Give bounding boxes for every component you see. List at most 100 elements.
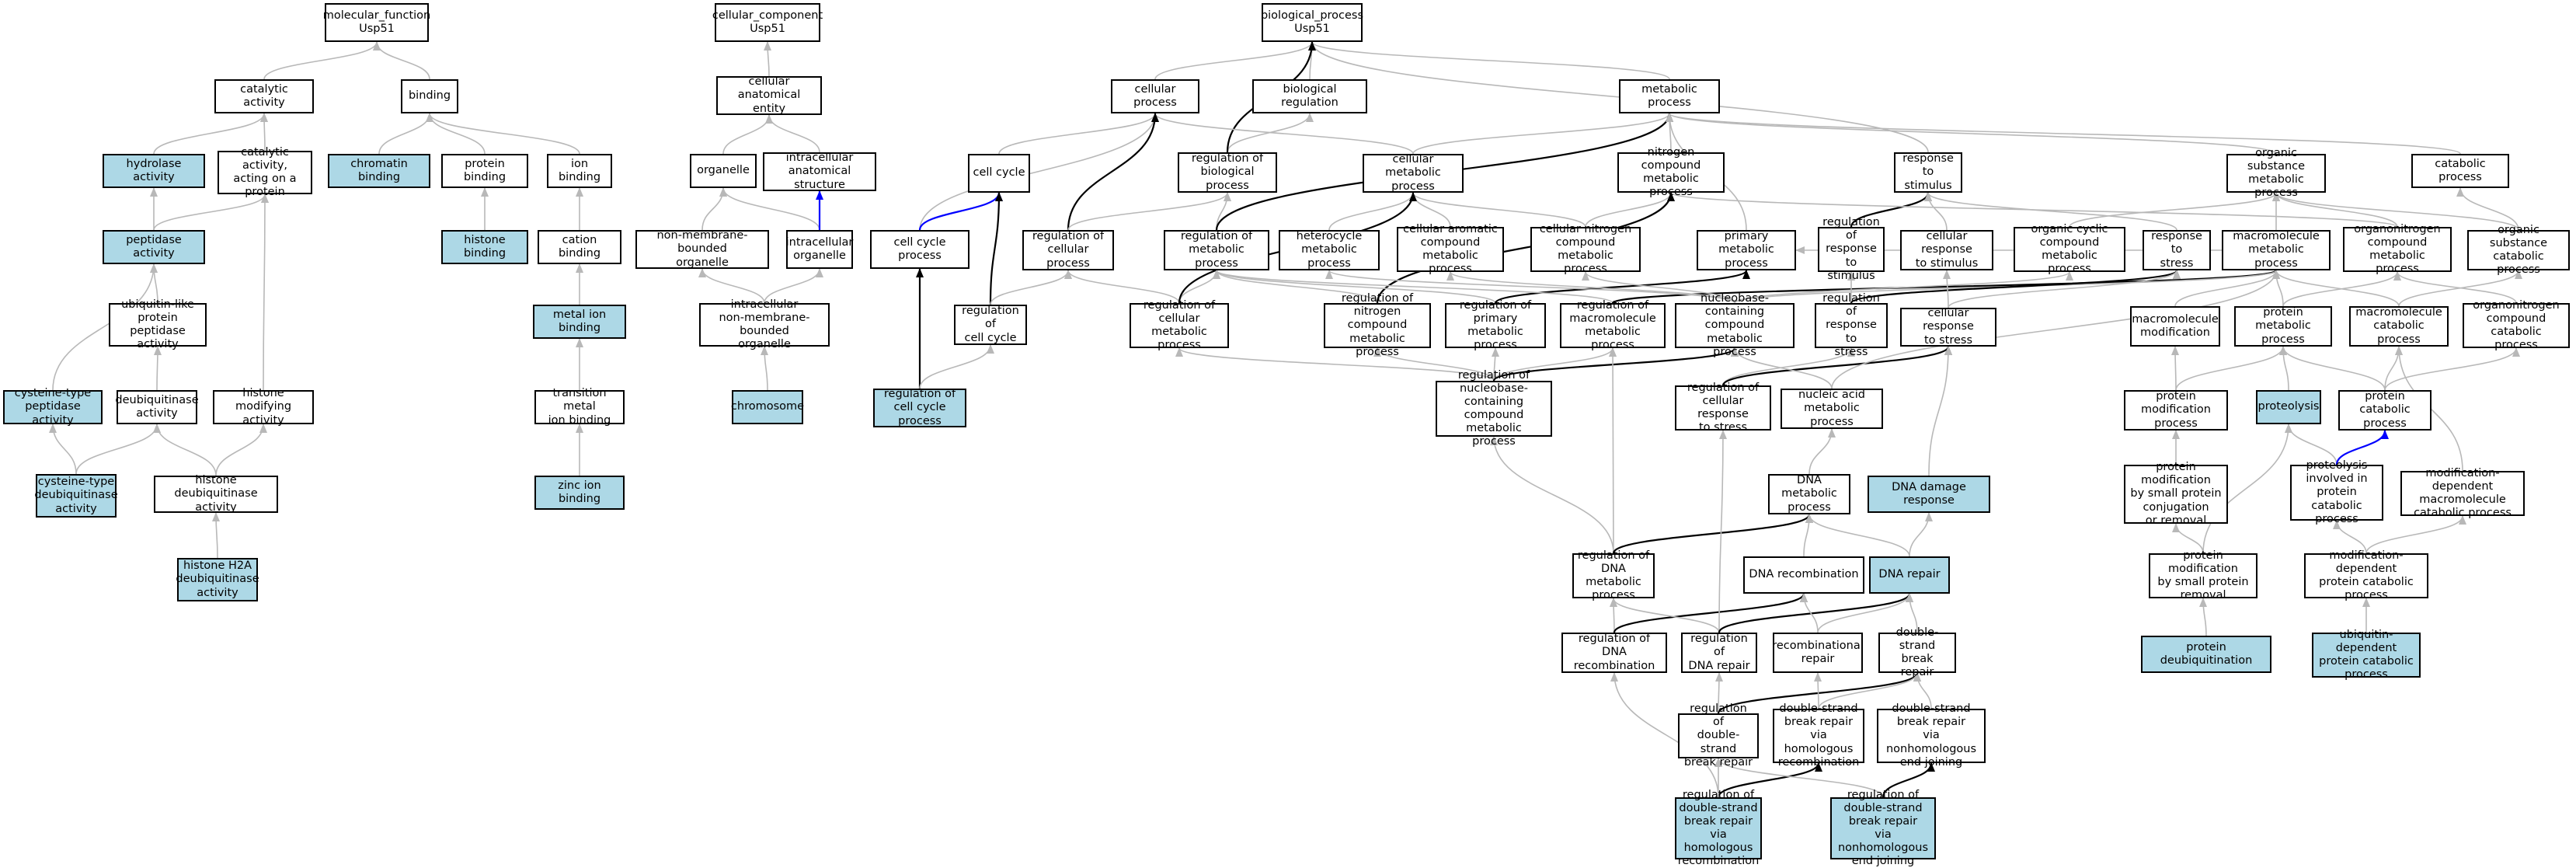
node-cellular-metabolic-process[interactable]: cellular metabolic process bbox=[1363, 153, 1464, 193]
node-hydrolase-activity[interactable]: hydrolase activity bbox=[103, 154, 205, 188]
node-regulation-of-nitrogen-compound-metabolic-process[interactable]: regulation of nitrogen compound metaboli… bbox=[1324, 292, 1431, 358]
node-organic-substance-catabolic-process[interactable]: organic substance catabolic process bbox=[2467, 224, 2570, 276]
node-zinc-ion-binding[interactable]: zinc ion binding bbox=[534, 476, 625, 510]
node-macromolecule-catabolic-process[interactable]: macromolecule catabolic process bbox=[2349, 306, 2449, 347]
node-organonitrogen-compound-metabolic-process[interactable]: organonitrogen compound metabolic proces… bbox=[2343, 223, 2452, 275]
node-heterocycle-metabolic-process[interactable]: heterocycle metabolic process bbox=[1279, 230, 1380, 270]
node-cellular-response-to-stimulus[interactable]: cellular response to stimulus bbox=[1900, 230, 1993, 270]
node-metal-ion-binding[interactable]: metal ion binding bbox=[533, 305, 626, 339]
node-metabolic-process[interactable]: metabolic process bbox=[1619, 79, 1720, 113]
node-dna-damage-response[interactable]: DNA damage response bbox=[1868, 476, 1990, 513]
node-dna-repair[interactable]: DNA repair bbox=[1869, 556, 1950, 594]
node-cellular-response-to-stress[interactable]: cellular response to stress bbox=[1900, 307, 1996, 347]
node-regulation-of-biological-process[interactable]: regulation of biological process bbox=[1178, 152, 1277, 193]
node-cellular-anatomical-entity[interactable]: cellular anatomical entity bbox=[716, 75, 822, 115]
node-cellular-aromatic-compound-metabolic-process[interactable]: cellular aromatic compound metabolic pro… bbox=[1397, 223, 1504, 275]
node-double-strand-break-repair[interactable]: double-strand break repair bbox=[1878, 626, 1956, 678]
node-dna-recombination[interactable]: DNA recombination bbox=[1743, 556, 1864, 594]
node-protein-catabolic-process[interactable]: protein catabolic process bbox=[2338, 390, 2432, 431]
node-proteolysis-involved-in-protein-catabolic-process[interactable]: proteolysis involved in protein cataboli… bbox=[2290, 459, 2383, 525]
node-regulation-of-primary-metabolic-process[interactable]: regulation of primary metabolic process bbox=[1445, 299, 1546, 351]
node-regulation-of-double-strand-break-repair-via-homologous-recombination[interactable]: regulation of double-strand break repair… bbox=[1675, 789, 1762, 867]
node-protein-metabolic-process[interactable]: protein metabolic process bbox=[2234, 306, 2332, 347]
node-regulation-of-cell-cycle-process[interactable]: regulation of cell cycle process bbox=[873, 388, 966, 427]
node-deubiquitinase-activity[interactable]: deubiquitinase activity bbox=[115, 390, 199, 424]
edge-reg_dna_repair-to-reg_dna_metab bbox=[1610, 598, 1720, 633]
node-macromolecule-metabolic-process[interactable]: macromolecule metabolic process bbox=[2222, 230, 2331, 270]
node-regulation-of-response-to-stimulus[interactable]: regulation of response to stimulus bbox=[1818, 216, 1885, 282]
node-double-strand-break-repair-via-nonhomologous-end-joining[interactable]: double-strand break repair via nonhomolo… bbox=[1877, 702, 1986, 769]
node-catalytic-activity[interactable]: catalytic activity bbox=[214, 79, 314, 113]
node-regulation-of-response-to-stress[interactable]: regulation of response to stress bbox=[1815, 292, 1888, 358]
node-nitrogen-compound-metabolic-process[interactable]: nitrogen compound metabolic process bbox=[1617, 146, 1725, 198]
node-histone-h2a-deubiquitinase-activity[interactable]: histone H2A deubiquitinase activity bbox=[176, 558, 259, 601]
node-organonitrogen-compound-catabolic-process[interactable]: organonitrogen compound catabolic proces… bbox=[2463, 299, 2570, 351]
node-cellular-process[interactable]: cellular process bbox=[1111, 79, 1199, 113]
edge-reg_resp_stress-to-resp_stress bbox=[1850, 269, 2181, 305]
node-protein-modification-by-small-protein-removal[interactable]: protein modification by small protein re… bbox=[2149, 549, 2257, 601]
node-binding[interactable]: binding bbox=[401, 79, 458, 113]
node-cation-binding[interactable]: cation binding bbox=[538, 230, 621, 264]
node-regulation-of-metabolic-process[interactable]: regulation of metabolic process bbox=[1164, 230, 1269, 270]
node-catalytic-activity-acting-on-protein[interactable]: catalytic activity, acting on a protein bbox=[218, 146, 312, 198]
node-modification-dependent-protein-catabolic-process[interactable]: modification-dependent protein catabolic… bbox=[2304, 549, 2428, 601]
node-recombinational-repair[interactable]: recombinational repair bbox=[1772, 633, 1864, 673]
node-chromatin-binding[interactable]: chromatin binding bbox=[328, 154, 430, 188]
node-protein-modification-by-small-protein-conjugation-or-removal[interactable]: protein modification by small protein co… bbox=[2124, 461, 2228, 527]
node-molecular-function-root[interactable]: molecular_function Usp51 bbox=[323, 3, 430, 42]
node-response-to-stimulus[interactable]: response to stimulus bbox=[1894, 152, 1962, 193]
node-proteolysis[interactable]: proteolysis bbox=[2256, 390, 2321, 424]
node-nucleobase-containing-compound-metabolic-process[interactable]: nucleobase-containing compound metabolic… bbox=[1675, 292, 1794, 358]
edge-peptidase-to-cat_protein bbox=[153, 193, 269, 231]
node-cellular-nitrogen-compound-metabolic-process[interactable]: cellular nitrogen compound metabolic pro… bbox=[1530, 223, 1641, 275]
node-biological-regulation[interactable]: biological regulation bbox=[1252, 79, 1367, 113]
node-double-strand-break-repair-via-homologous-recombination[interactable]: double-strand break repair via homologou… bbox=[1773, 702, 1864, 769]
node-regulation-of-dna-recombination[interactable]: regulation of DNA recombination bbox=[1561, 633, 1667, 673]
node-modification-dependent-macromolecule-catabolic-process[interactable]: modification-dependent macromolecule cat… bbox=[2400, 467, 2525, 519]
node-regulation-of-dna-metabolic-process[interactable]: regulation of DNA metabolic process bbox=[1572, 549, 1655, 601]
node-transition-metal-ion-binding[interactable]: transition metal ion binding bbox=[534, 387, 625, 427]
node-chromosome[interactable]: chromosome bbox=[731, 390, 804, 424]
node-dna-metabolic-process[interactable]: DNA metabolic process bbox=[1768, 474, 1850, 514]
node-peptidase-activity[interactable]: peptidase activity bbox=[103, 230, 205, 264]
node-intracellular-organelle[interactable]: intracellular organelle bbox=[786, 230, 853, 269]
node-histone-modifying-activity[interactable]: histone modifying activity bbox=[213, 387, 314, 427]
node-organelle[interactable]: organelle bbox=[690, 154, 757, 188]
node-cysteine-type-deubiquitinase-activity[interactable]: cysteine-type deubiquitinase activity bbox=[34, 474, 118, 518]
node-protein-modification-process[interactable]: protein modification process bbox=[2124, 390, 2228, 431]
node-regulation-of-double-strand-break-repair-via-nonhomologous-end-joining[interactable]: regulation of double-strand break repair… bbox=[1830, 789, 1936, 867]
node-regulation-of-cellular-process[interactable]: regulation of cellular process bbox=[1022, 230, 1114, 270]
node-regulation-of-macromolecule-metabolic-process[interactable]: regulation of macromolecule metabolic pr… bbox=[1560, 299, 1666, 351]
node-protein-deubiquitination[interactable]: protein deubiquitination bbox=[2141, 636, 2271, 673]
node-cellular-component-root[interactable]: cellular_component Usp51 bbox=[712, 3, 823, 42]
node-histone-binding[interactable]: histone binding bbox=[441, 230, 528, 264]
node-ubiquitin-dependent-protein-catabolic-process[interactable]: ubiquitin-dependent protein catabolic pr… bbox=[2312, 629, 2421, 681]
node-histone-deubiquitinase-activity[interactable]: histone deubiquitinase activity bbox=[154, 474, 278, 514]
node-macromolecule-modification[interactable]: macromolecule modification bbox=[2130, 306, 2220, 347]
node-organic-cyclic-compound-metabolic-process[interactable]: organic cyclic compound metabolic proces… bbox=[2014, 223, 2125, 275]
node-intracellular-non-membrane-bounded-organelle[interactable]: intracellular non-membrane-bounded organ… bbox=[699, 298, 830, 350]
node-nucleic-acid-metabolic-process[interactable]: nucleic acid metabolic process bbox=[1781, 389, 1883, 429]
node-regulation-of-dna-repair[interactable]: regulation of DNA repair bbox=[1681, 633, 1757, 673]
node-biological-process-root[interactable]: biological_process Usp51 bbox=[1261, 3, 1363, 42]
node-regulation-of-cell-cycle[interactable]: regulation of cell cycle bbox=[954, 305, 1027, 345]
node-regulation-of-cellular-metabolic-process[interactable]: regulation of cellular metabolic process bbox=[1130, 299, 1229, 351]
node-intracellular-anatomical-structure[interactable]: intracellular anatomical structure bbox=[763, 152, 876, 191]
node-catabolic-process[interactable]: catabolic process bbox=[2411, 154, 2509, 188]
edge-nucleobase-to-org_cyc bbox=[1734, 271, 2073, 304]
node-response-to-stress[interactable]: response to stress bbox=[2143, 230, 2211, 270]
node-organic-substance-metabolic-process[interactable]: organic substance metabolic process bbox=[2226, 147, 2326, 199]
node-regulation-of-double-strand-break-repair[interactable]: regulation of double-strand break repair bbox=[1678, 702, 1759, 769]
node-cell-cycle[interactable]: cell cycle bbox=[968, 154, 1030, 193]
node-non-membrane-bounded-organelle[interactable]: non-membrane-bounded organelle bbox=[635, 229, 769, 269]
edge-dsb_hr-to-recomb_repair bbox=[1814, 672, 1822, 709]
node-ion-binding[interactable]: ion binding bbox=[547, 154, 612, 188]
node-regulation-of-nucleobase-containing-compound-metabolic-process[interactable]: regulation of nucleobase-containing comp… bbox=[1436, 369, 1552, 448]
node-cysteine-type-peptidase-activity[interactable]: cysteine-type peptidase activity bbox=[3, 387, 103, 427]
edge-intra_nmb-to-nmb_org bbox=[698, 268, 765, 304]
node-regulation-of-cellular-response-to-stress[interactable]: regulation of cellular response to stres… bbox=[1675, 382, 1771, 434]
node-primary-metabolic-process[interactable]: primary metabolic process bbox=[1697, 230, 1796, 270]
node-protein-binding[interactable]: protein binding bbox=[441, 154, 528, 188]
node-ubiquitin-like-protein-peptidase-activity[interactable]: ubiquitin-like protein peptidase activit… bbox=[109, 298, 207, 350]
node-cell-cycle-process[interactable]: cell cycle process bbox=[870, 230, 969, 269]
